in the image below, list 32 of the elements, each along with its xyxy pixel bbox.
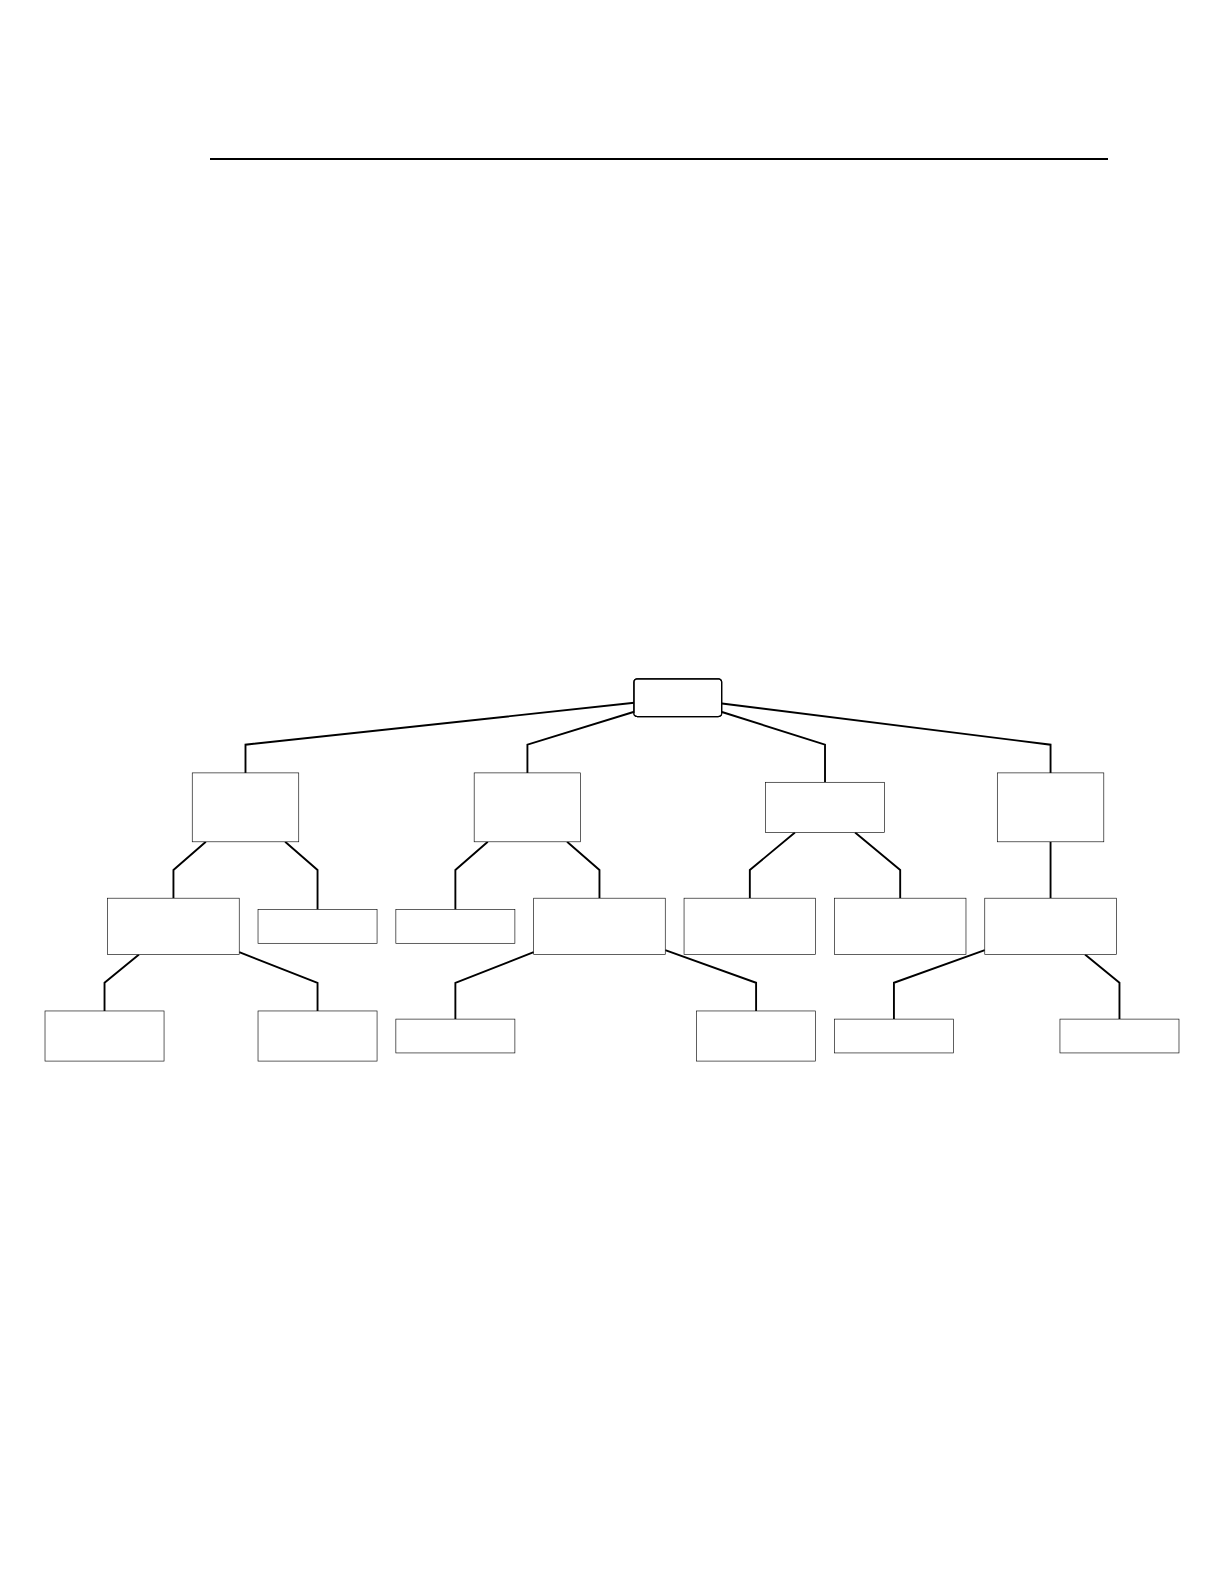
connector <box>238 951 319 1012</box>
connector <box>748 831 796 900</box>
connector <box>566 840 601 900</box>
node-box <box>44 1010 165 1062</box>
node-box <box>1059 1018 1180 1054</box>
node-box <box>473 772 581 843</box>
node-box <box>533 897 666 955</box>
node-box <box>683 897 816 955</box>
connector <box>172 840 207 900</box>
connector <box>284 840 319 911</box>
node-box <box>834 1018 954 1054</box>
connector <box>893 949 986 1021</box>
node-box <box>984 897 1117 955</box>
connector <box>454 840 489 911</box>
node-box <box>107 897 240 955</box>
node-box <box>395 1018 516 1054</box>
node-box <box>765 781 885 833</box>
node-box <box>191 772 300 843</box>
node-box <box>696 1010 816 1062</box>
node-box <box>395 909 516 944</box>
connector <box>1084 953 1121 1021</box>
node-box <box>997 772 1105 843</box>
connector <box>664 949 758 1012</box>
connector <box>721 702 1052 774</box>
node-box <box>834 897 967 955</box>
connector <box>854 831 902 900</box>
connector <box>721 711 826 784</box>
connector <box>454 951 535 1021</box>
connector <box>103 953 140 1012</box>
connector <box>1049 840 1052 900</box>
node-box <box>257 909 378 944</box>
node-box <box>257 1010 378 1062</box>
